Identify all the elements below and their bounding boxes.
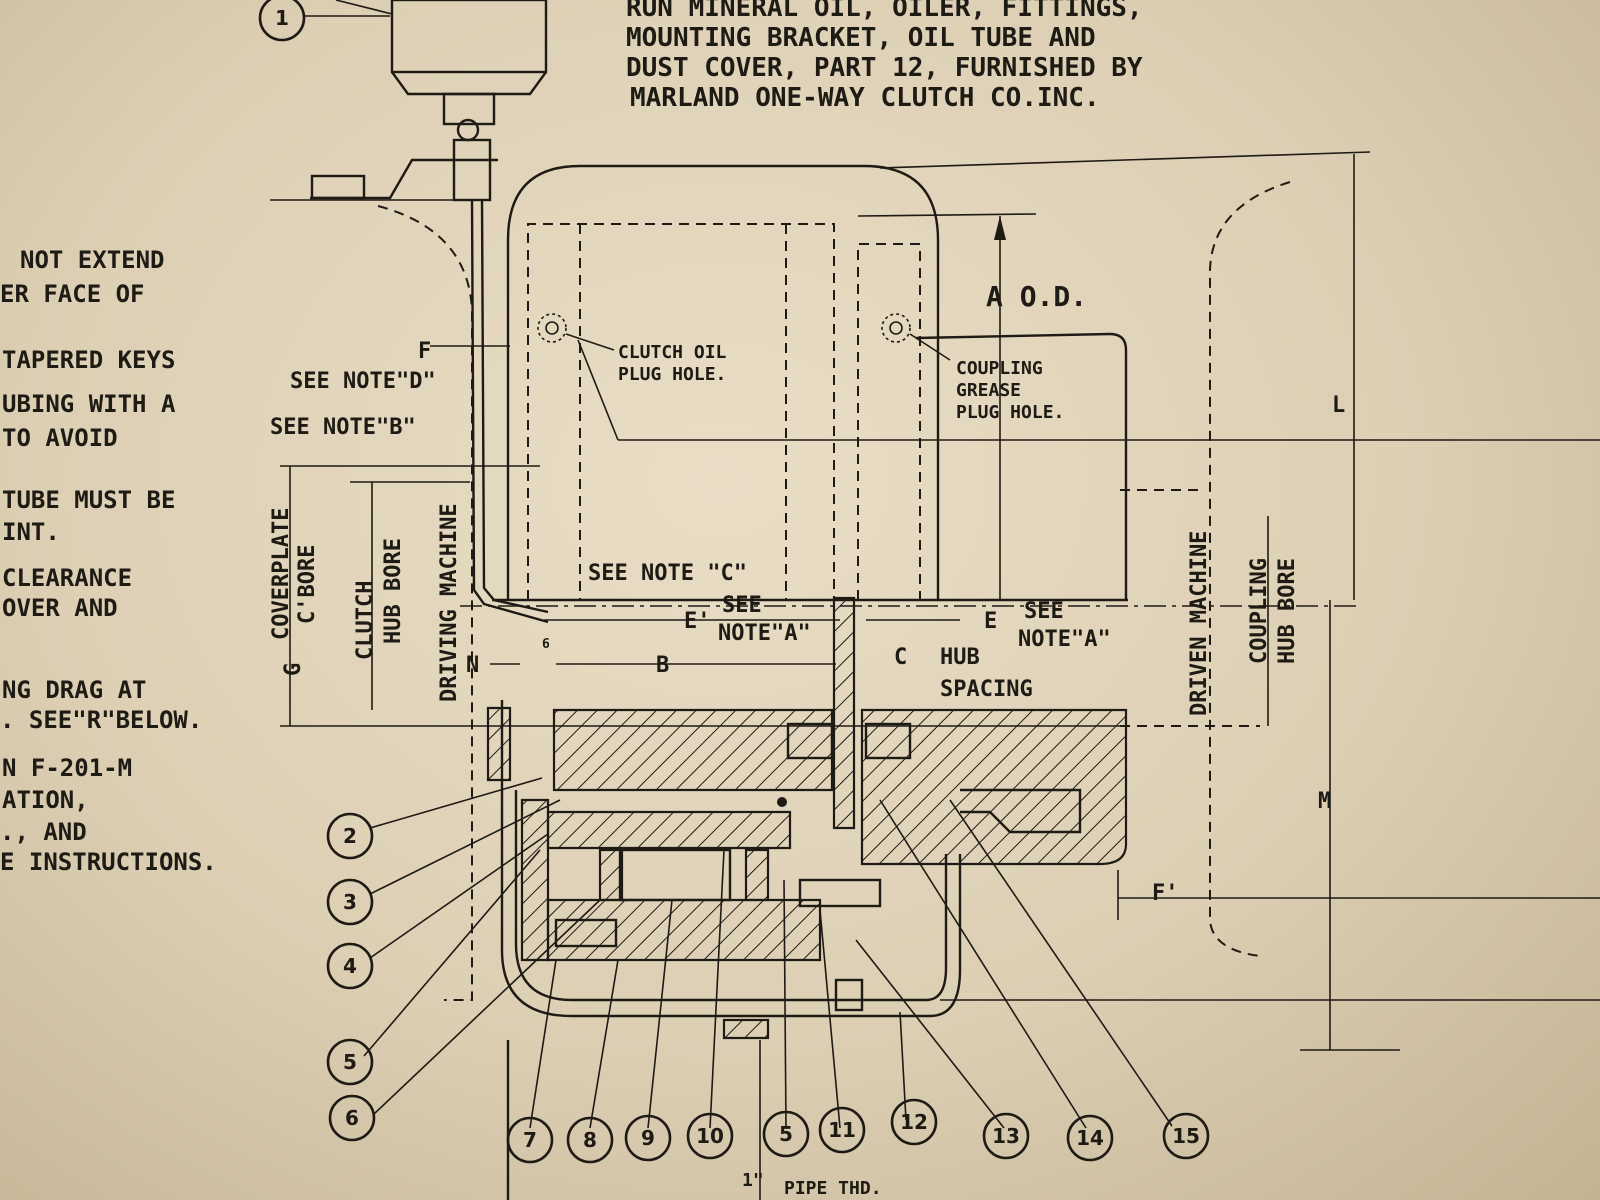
svg-text:1: 1 <box>275 6 289 30</box>
svg-text:6: 6 <box>345 1106 359 1130</box>
callout-6: 6 <box>328 1094 376 1142</box>
label-hub-spacing: HUB <box>940 645 980 670</box>
label-coupling-grease: COUPLING <box>956 358 1043 379</box>
svg-text:14: 14 <box>1076 1126 1104 1150</box>
callout-9: 9 <box>624 1114 672 1162</box>
label-coupling-hub-bore: HUB BORE <box>1275 558 1300 664</box>
callout-2: 2 <box>326 812 374 860</box>
label-clutch-oil: CLUTCH OIL <box>618 342 727 363</box>
svg-text:MARLAND ONE-WAY CLUTCH CO.INC.: MARLAND ONE-WAY CLUTCH CO.INC. <box>630 83 1100 113</box>
label-c: C <box>894 645 907 670</box>
svg-text:TO AVOID: TO AVOID <box>2 424 118 452</box>
label-see-note-b: SEE NOTE"B" <box>270 415 416 440</box>
svg-text:8: 8 <box>583 1128 597 1152</box>
label-m: M <box>1318 789 1331 814</box>
svg-text:UBING WITH A: UBING WITH A <box>2 390 176 418</box>
callout-7: 7 <box>506 1116 554 1164</box>
leaders <box>304 15 1173 1129</box>
label-pipe-size: 1" <box>742 1170 764 1191</box>
svg-text:MOUNTING BRACKET, OIL TUBE AND: MOUNTING BRACKET, OIL TUBE AND <box>626 23 1096 53</box>
callout-12: 12 <box>890 1098 938 1146</box>
label-clutch: CLUTCH <box>353 581 378 660</box>
label-pipe-thd: PIPE THD. <box>784 1178 882 1199</box>
callout-15: 15 <box>1162 1112 1210 1160</box>
svg-text:13: 13 <box>992 1124 1020 1148</box>
svg-text:N F-201-M: N F-201-M <box>2 754 132 782</box>
label-g: G <box>281 663 306 676</box>
callout-3: 3 <box>326 878 374 926</box>
svg-text:CLEARANCE: CLEARANCE <box>2 564 132 592</box>
svg-text:NG DRAG AT: NG DRAG AT <box>2 676 147 704</box>
callout-4: 4 <box>326 942 374 990</box>
svg-text:5: 5 <box>343 1050 357 1074</box>
svg-text:E INSTRUCTIONS.: E INSTRUCTIONS. <box>0 848 217 876</box>
label-see-note-a-right: SEE <box>1024 599 1064 624</box>
svg-text:3: 3 <box>343 890 357 914</box>
label-driven-machine: DRIVEN MACHINE <box>1187 531 1212 716</box>
callout-13: 13 <box>982 1112 1030 1160</box>
label-see-note-d: SEE NOTE"D" <box>290 369 436 394</box>
machine-outlines <box>377 181 1291 1001</box>
label-a-od: A O.D. <box>986 280 1087 313</box>
callout-5: 5 <box>326 1038 374 1086</box>
svg-text:TAPERED KEYS: TAPERED KEYS <box>2 346 175 374</box>
svg-text:RUN MINERAL OIL, OILER, FITTIN: RUN MINERAL OIL, OILER, FITTINGS, <box>626 0 1143 23</box>
label-six: 6 <box>542 637 550 652</box>
callout-10: 10 <box>686 1112 734 1160</box>
housing <box>506 151 1600 600</box>
label-coupling: COUPLING <box>1247 558 1272 664</box>
callout-5b: 5 <box>762 1110 810 1158</box>
label-e: E <box>984 609 997 634</box>
label-e-prime: E' <box>684 609 711 634</box>
svg-text:INT.: INT. <box>2 518 60 546</box>
left-notes: NOT EXTEND ER FACE OF TAPERED KEYS UBING… <box>0 246 217 876</box>
svg-text:NOTE"A": NOTE"A" <box>718 621 811 646</box>
callout-14: 14 <box>1066 1114 1114 1162</box>
svg-text:., AND: ., AND <box>0 818 87 846</box>
cross-section <box>486 596 1128 1200</box>
drawing-labels: A O.D. CLUTCH OIL PLUG HOLE. COUPLING GR… <box>269 280 1345 1199</box>
header-note: RUN MINERAL OIL, OILER, FITTINGS, MOUNTI… <box>626 0 1143 113</box>
svg-text:PLUG HOLE.: PLUG HOLE. <box>956 402 1064 423</box>
svg-text:NOT EXTEND: NOT EXTEND <box>20 246 165 274</box>
label-f: F <box>418 339 431 364</box>
label-cbore: C'BORE <box>295 545 320 624</box>
svg-text:SPACING: SPACING <box>940 677 1033 702</box>
svg-text:DUST COVER, PART 12, FURNISHED: DUST COVER, PART 12, FURNISHED BY <box>626 53 1143 83</box>
svg-text:GREASE: GREASE <box>956 380 1021 401</box>
label-l: L <box>1332 393 1345 418</box>
svg-text:PLUG HOLE.: PLUG HOLE. <box>618 364 726 385</box>
callouts: 1 2 3 4 5 6 7 8 9 10 5 11 12 13 14 15 <box>258 0 1210 1164</box>
svg-text:NOTE"A": NOTE"A" <box>1018 627 1111 652</box>
svg-text:7: 7 <box>523 1128 537 1152</box>
dimensions <box>289 154 1600 1051</box>
svg-text:15: 15 <box>1172 1124 1200 1148</box>
label-see-note-a-left: SEE <box>722 593 762 618</box>
svg-text:. SEE"R"BELOW.: . SEE"R"BELOW. <box>0 706 202 734</box>
svg-text:TUBE MUST BE: TUBE MUST BE <box>2 486 175 514</box>
svg-text:2: 2 <box>343 824 357 848</box>
svg-text:ATION,: ATION, <box>2 786 89 814</box>
svg-text:11: 11 <box>828 1118 856 1142</box>
svg-text:ER FACE OF: ER FACE OF <box>0 280 145 308</box>
label-clutch-hub-bore: HUB BORE <box>381 538 406 644</box>
label-coverplate: COVERPLATE <box>269 508 294 640</box>
label-see-note-c: SEE NOTE "C" <box>588 561 747 586</box>
svg-text:12: 12 <box>900 1110 928 1134</box>
callout-1: 1 <box>258 0 306 42</box>
label-f-prime: F' <box>1152 881 1179 906</box>
label-driving-machine: DRIVING MACHINE <box>437 503 462 702</box>
svg-text:OVER AND: OVER AND <box>2 594 118 622</box>
oiler <box>270 0 549 624</box>
svg-text:4: 4 <box>343 954 357 978</box>
callout-8: 8 <box>566 1116 614 1164</box>
svg-text:9: 9 <box>641 1126 655 1150</box>
svg-text:5: 5 <box>779 1122 793 1146</box>
callout-11: 11 <box>818 1106 866 1154</box>
svg-text:10: 10 <box>696 1124 724 1148</box>
label-n: N <box>466 653 479 678</box>
label-b: B <box>656 653 669 678</box>
